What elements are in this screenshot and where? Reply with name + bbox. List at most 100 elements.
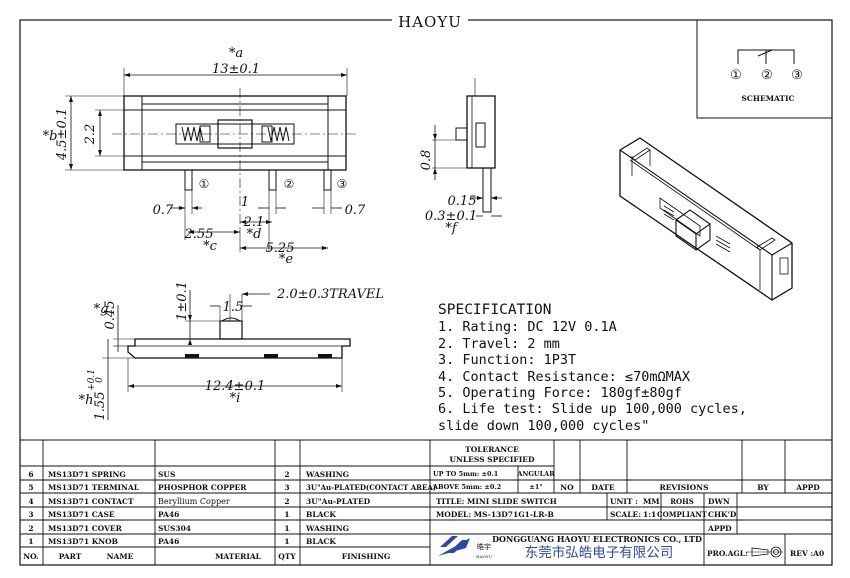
rev-col-no: NO xyxy=(560,483,574,492)
dim-h-tol-up: +0.1 xyxy=(87,369,97,391)
dim-side-0.8: 0.8 xyxy=(419,150,434,171)
bom-r3-part: MS13D71 CASE xyxy=(48,510,115,519)
bom-r3-finish: BLACK xyxy=(306,510,336,519)
bom-r6-qty: 2 xyxy=(284,470,289,479)
spec-line-5: 5. Operating Force: 180gf±80gf xyxy=(438,385,682,401)
tolerance-above: ABOVE 5mm: ±0.2 xyxy=(432,483,501,491)
rev-col-by: BY xyxy=(757,483,769,492)
dim-a-value: 13±0.1 xyxy=(212,62,260,77)
dim-travel: 2.0±0.3TRAVEL xyxy=(276,287,384,302)
bom-r4-qty: 2 xyxy=(284,497,289,506)
bom-r1-part: MS13D71 KNOB xyxy=(48,537,118,546)
dim-f-label: *f xyxy=(445,221,459,236)
top-view: *a 13±0.1 ① ② ③ xyxy=(43,46,366,267)
tolerance-angular-value: ±1° xyxy=(529,483,542,491)
bom-r5-qty: 3 xyxy=(284,483,289,492)
dim-inner-height: 2.2 xyxy=(83,124,98,146)
bom-header-no: NO. xyxy=(23,552,39,561)
dim-knob-height: 1±0.1 xyxy=(175,281,190,321)
bom-r1-material: PA46 xyxy=(158,537,179,546)
front-view: 2.0±0.3TRAVEL 1.5 1±0.1 *g 0.45 *h 1.55 … xyxy=(79,281,384,420)
spec-line-7: slide down 100,000 cycles" xyxy=(438,418,649,434)
bom-r2-part: MS13D71 COVER xyxy=(48,524,123,533)
tolerance-up-to: UP TO 5mm: ±0.1 xyxy=(433,470,498,478)
bom-r5-no: 5 xyxy=(28,483,33,492)
dim-h-label: *h xyxy=(79,393,94,408)
bom-header-name: NAME xyxy=(107,552,134,561)
dim-b-label: *b xyxy=(43,129,58,144)
bom-r3-no: 3 xyxy=(28,510,33,519)
bom-r6-material: SUS xyxy=(158,470,175,479)
rohs-compliant: COMPLIANT xyxy=(657,510,708,519)
dim-right-0.7: 0.7 xyxy=(345,203,366,218)
dim-a-label: *a xyxy=(229,46,243,61)
bom-header-part: PART xyxy=(59,552,82,561)
tolerance-angular: ANGULAR xyxy=(516,470,555,478)
appd-label: APPD xyxy=(707,524,732,533)
bom-r5-material: PHOSPHOR COPPER xyxy=(158,483,247,492)
bom-r1-no: 1 xyxy=(28,537,33,546)
tolerance-title: TOLERANCE xyxy=(465,445,519,454)
dim-f-value: 0.3±0.1 xyxy=(425,209,477,224)
bom-r4-material: Beryllium Copper xyxy=(158,497,230,506)
dim-c-label: *c xyxy=(203,239,218,254)
dim-i-label: *i xyxy=(230,391,241,406)
drawing-title: TITLE: MINI SLIDE SWITCH xyxy=(436,497,557,506)
bom-r5-finish: 3U"Au-PLATED(CONTACT AREA) xyxy=(306,483,436,492)
projection-symbol-icon xyxy=(746,546,783,558)
company-name-en: DONGGUANG HAOYU ELECTRONICS CO., LTD xyxy=(492,534,702,544)
dim-c-value: 2.55 xyxy=(184,227,214,242)
revision-label: REV :A0 xyxy=(790,549,824,558)
logo-cn: 皓宇 xyxy=(477,542,491,551)
dim-e-label: *e xyxy=(279,252,294,267)
dim-left-0.7: 0.7 xyxy=(153,203,174,218)
spec-line-6: 6. Life test: Slide up 100,000 cycles, xyxy=(438,401,747,417)
bom-r1-finish: BLACK xyxy=(306,537,336,546)
pin-3-label: ③ xyxy=(337,177,348,191)
dwn-label: DWN xyxy=(708,497,730,506)
bom-r3-material: PA46 xyxy=(158,510,179,519)
bom-r2-material: SUS304 xyxy=(158,524,191,533)
specification: SPECIFICATION 1. Rating: DC 12V 0.1A 2. … xyxy=(438,302,747,434)
dim-g-label: *g xyxy=(94,302,109,317)
bom-header-qty: QTY xyxy=(278,552,296,561)
bom-r4-no: 4 xyxy=(28,497,33,506)
dim-b-value: 4.5±0.1 xyxy=(55,108,70,161)
tolerance-unless: UNLESS SPECIFIED xyxy=(450,455,535,464)
spec-title: SPECIFICATION xyxy=(438,302,552,318)
dim-g-value: 0.45 xyxy=(103,301,118,330)
model-number: MODEL: MS-13D71G1-LR-B xyxy=(436,510,554,519)
projection-angle-label: PRO.AGL: xyxy=(707,549,748,558)
pin-2-label: ② xyxy=(284,177,295,191)
dim-d-label: *d xyxy=(247,227,262,242)
spec-line-3: 3. Function: 1P3T xyxy=(438,352,576,368)
bom-r5-part: MS13D71 TERMINAL xyxy=(48,483,140,492)
bom-r3-qty: 1 xyxy=(284,510,289,519)
scale-value: 1:1 xyxy=(643,510,656,519)
dim-e-value: 5.25 xyxy=(266,241,295,256)
spec-line-4: 4. Contact Resistance: ≤70mΩMAX xyxy=(438,369,690,385)
dim-bottom-length: 12.4±0.1 xyxy=(205,379,266,394)
bom-header-finishing: FINISHING xyxy=(342,552,390,561)
dim-knob-width: 1.5 xyxy=(223,300,244,315)
pin-1-label: ① xyxy=(199,177,210,191)
schematic-label: SCHEMATIC xyxy=(742,94,795,103)
side-view: 0.8 0.15 0.3±0.1 *f xyxy=(419,78,502,236)
bom-r6-finish: WASHING xyxy=(305,470,349,479)
schematic-box: ① ② ③ SCHEMATIC xyxy=(696,19,833,119)
schematic-pin-1: ① xyxy=(730,68,742,83)
company-name-cn: 东莞市弘皓电子有限公司 xyxy=(525,544,674,561)
bom-header-material: MATERIAL xyxy=(215,552,262,561)
isometric-view xyxy=(619,137,793,301)
scale-label: SCALE: xyxy=(610,510,641,519)
spec-line-2: 2. Travel: 2 mm xyxy=(438,336,560,352)
bom-table: 6 MS13D71 SPRING SUS 2 WASHING 5 MS13D71… xyxy=(20,439,832,565)
logo-en: HAOYU xyxy=(476,554,492,559)
dim-2.1: 2.1 xyxy=(243,215,265,230)
company-logo: 皓宇 HAOYU xyxy=(438,536,492,559)
rev-col-appd: APPD xyxy=(795,483,820,492)
spec-line-1: 1. Rating: DC 12V 0.1A xyxy=(438,319,617,335)
bom-r4-finish: 3U"Au-PLATED xyxy=(306,497,371,506)
chkd-label: CHK'D xyxy=(708,510,737,519)
